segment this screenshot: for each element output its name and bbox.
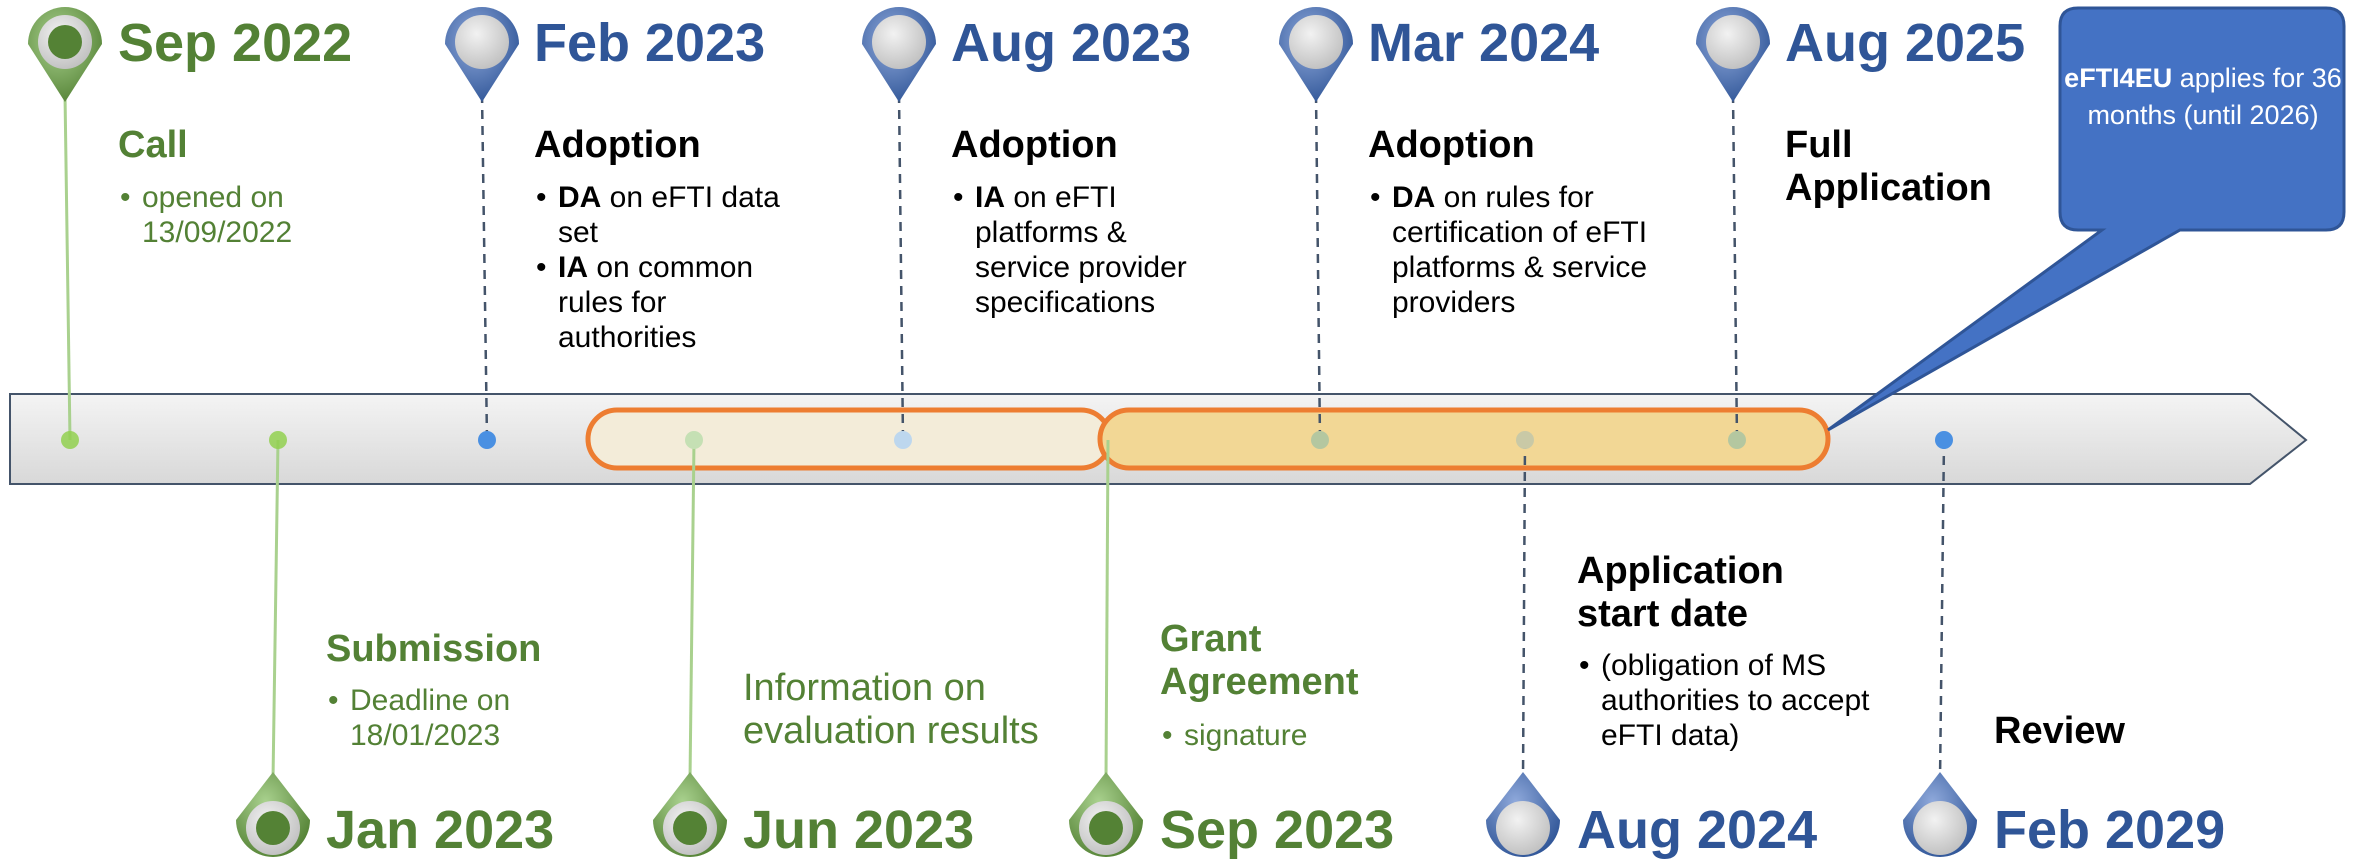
bullets-jan2023: Deadline on 18/01/2023 [326,683,566,753]
pin-aug2025-icon [1696,7,1770,102]
heading-grant-agreement: Grant Agreement [1160,618,1359,703]
heading-adoption-mar2024: Adoption [1368,124,1535,166]
date-feb2029: Feb 2029 [1994,800,2226,860]
bullets-mar2024: DA on rules for certification of eFTI pl… [1368,180,1668,320]
dot-aug2023 [894,431,912,449]
connector-jan2023 [271,439,280,781]
date-feb2023: Feb 2023 [534,13,766,73]
bullets-sep2022: opened on 13/09/2022 [118,180,358,250]
pin-jan2023-icon [236,772,310,857]
dot-aug2024 [1516,431,1534,449]
heading-evaluation-results: Information on evaluation results [743,667,1039,752]
connector-aug2023 [897,93,905,441]
date-mar2024: Mar 2024 [1368,13,1600,73]
dot-sep2022 [61,431,79,449]
callout-text: eFTI4EU applies for 36 months (until 202… [2062,60,2344,134]
connector-mar2024 [1314,93,1322,441]
heading-submission: Submission [326,628,542,670]
connector-aug2025 [1731,93,1739,441]
date-aug2025: Aug 2025 [1785,13,2026,73]
range-highlight-light [585,407,1113,471]
date-sep2022: Sep 2022 [118,13,353,73]
connector-sep2022 [63,93,72,441]
dot-jan2023 [269,431,287,449]
bullet-item: signature [1160,718,1400,753]
bullet-item: Deadline on 18/01/2023 [326,683,566,753]
heading-adoption-feb2023: Adoption [534,124,701,166]
date-aug2023: Aug 2023 [951,13,1192,73]
bullet-item: (obligation of MS authorities to accept … [1577,648,1907,753]
dot-feb2029 [1935,431,1953,449]
pin-sep2022-icon [28,7,102,102]
date-jan2023: Jan 2023 [326,800,555,860]
dot-feb2023 [478,431,496,449]
pin-sep2023-icon [1069,772,1143,857]
bullet-item: IA on common rules for authorities [534,250,804,355]
dot-mar2024 [1311,431,1329,449]
connector-jun2023 [688,439,696,781]
heading-application-start-date: Application start date [1577,550,1784,635]
pin-aug2023-icon [862,7,936,102]
heading-full-application: Full Application [1785,124,1992,209]
callout-description: applies for 36 months (until 2026) [2087,63,2342,130]
bullets-feb2023: DA on eFTI data set IA on common rules f… [534,180,804,355]
dot-jun2023 [685,431,703,449]
bullets-aug2023: IA on eFTI platforms & service provider … [951,180,1221,320]
bullet-item: opened on 13/09/2022 [118,180,358,250]
pin-feb2029-icon [1903,772,1977,857]
dot-aug2025 [1728,431,1746,449]
bullets-sep2023: signature [1160,718,1400,753]
date-jun2023: Jun 2023 [743,800,975,860]
callout-bubble [1827,6,2346,432]
callout-project-name: eFTI4EU [2064,63,2173,93]
pin-feb2023-icon [445,7,519,102]
connector-sep2023 [1104,439,1110,781]
date-sep2023: Sep 2023 [1160,800,1395,860]
heading-call: Call [118,124,188,166]
date-aug2024: Aug 2024 [1577,800,1818,860]
heading-adoption-aug2023: Adoption [951,124,1118,166]
pin-mar2024-icon [1279,7,1353,102]
pin-jun2023-icon [653,772,727,857]
heading-review: Review [1994,710,2125,752]
timeline-dots [61,431,1953,449]
bullet-item: DA on rules for certification of eFTI pl… [1368,180,1668,320]
range-highlight-dark [1097,407,1831,471]
bullet-item: IA on eFTI platforms & service provider … [951,180,1221,320]
bullets-aug2024: (obligation of MS authorities to accept … [1577,648,1907,753]
connector-aug2024 [1521,439,1527,781]
connector-feb2023 [480,93,489,441]
bullet-item: DA on eFTI data set [534,180,804,250]
connector-feb2029 [1938,439,1946,781]
pin-aug2024-icon [1486,772,1560,857]
